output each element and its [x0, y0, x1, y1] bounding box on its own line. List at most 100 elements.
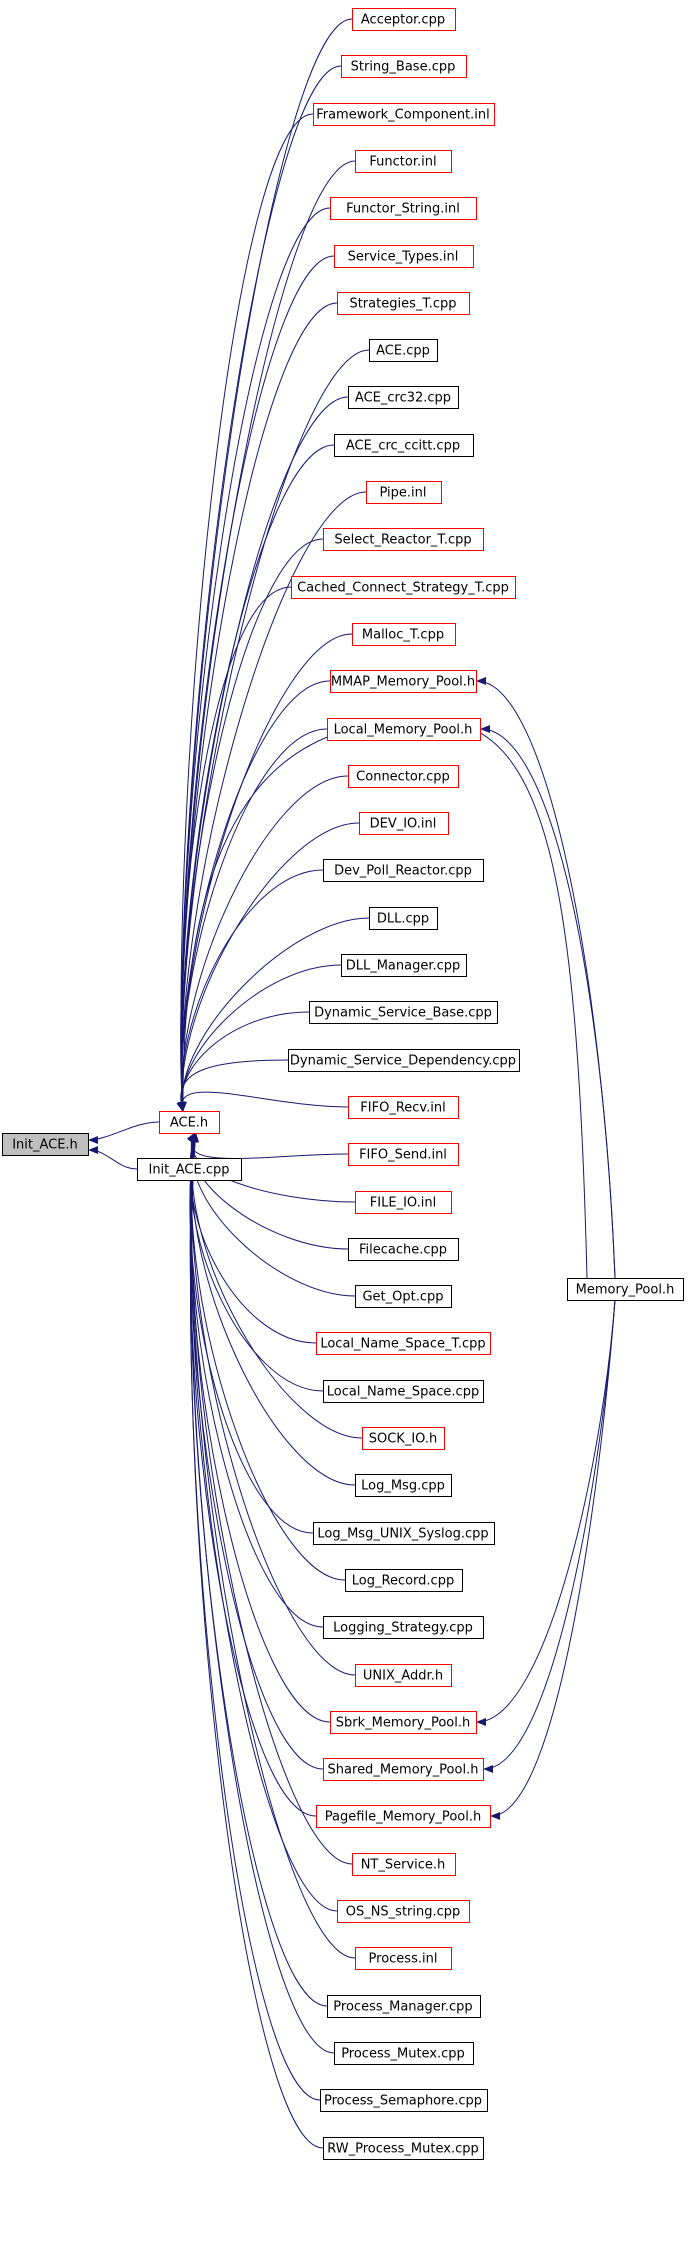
- edge-mmap-memory-pool-h-to-ace-h: [178, 680, 331, 1112]
- node-dev-poll-reactor-cpp[interactable]: Dev_Poll_Reactor.cpp: [323, 859, 484, 882]
- edge-select-reactor-t-cpp-to-ace-h: [178, 538, 324, 1112]
- node-service-types-inl[interactable]: Service_Types.inl: [334, 245, 474, 268]
- edge-nt-service-h-to-ace-h: [190, 1132, 353, 1865]
- node-dll-cpp[interactable]: DLL.cpp: [369, 907, 438, 930]
- node-label: Log_Msg.cpp: [361, 1479, 445, 1494]
- node-box: [334, 434, 474, 457]
- edge-memory-pool-h-to-pagefile-memory-pool-h: [490, 1299, 616, 1820]
- node-fifo-send-inl[interactable]: FIFO_Send.inl: [348, 1143, 459, 1166]
- node-process-semaphore-cpp[interactable]: Process_Semaphore.cpp: [320, 2089, 488, 2112]
- node-ace-cpp[interactable]: ACE.cpp: [369, 339, 438, 362]
- node-label: Service_Types.inl: [348, 250, 459, 265]
- node-log-msg-unix-syslog-cpp[interactable]: Log_Msg_UNIX_Syslog.cpp: [313, 1522, 495, 1545]
- node-box: [323, 1616, 484, 1639]
- node-get-opt-cpp[interactable]: Get_Opt.cpp: [355, 1285, 452, 1308]
- edge-filecache-cpp-to-ace-h: [187, 1132, 349, 1250]
- node-box: [327, 718, 481, 741]
- node-acceptor-cpp[interactable]: Acceptor.cpp: [352, 8, 456, 31]
- node-strategies-t-cpp[interactable]: Strategies_T.cpp: [337, 292, 470, 315]
- node-box: [288, 1049, 520, 1072]
- node-sock-io-h[interactable]: SOCK_IO.h: [362, 1427, 445, 1450]
- node-ace-h[interactable]: ACE.h: [159, 1111, 220, 1134]
- node-box: [355, 1474, 452, 1497]
- node-nt-service-h[interactable]: NT_Service.h: [352, 1853, 456, 1876]
- node-string-base-cpp[interactable]: String_Base.cpp: [341, 55, 467, 78]
- node-ace-crc-ccitt-cpp[interactable]: ACE_crc_ccitt.cpp: [334, 434, 474, 457]
- edge-dynamic-service-base-cpp-to-ace-h: [176, 1011, 310, 1112]
- edge-framework-component-inl-to-ace-h: [178, 113, 314, 1112]
- edge-memory-pool-h-to-sbrk-memory-pool-h: [476, 1299, 616, 1726]
- node-functor-inl[interactable]: Functor.inl: [355, 150, 452, 173]
- node-pagefile-memory-pool-h[interactable]: Pagefile_Memory_Pool.h: [316, 1805, 491, 1828]
- node-process-inl[interactable]: Process.inl: [355, 1947, 452, 1970]
- node-rw-process-mutex-cpp[interactable]: RW_Process_Mutex.cpp: [323, 2137, 484, 2160]
- node-fifo-recv-inl[interactable]: FIFO_Recv.inl: [348, 1096, 459, 1119]
- node-cached-connect-strategy-t-cpp[interactable]: Cached_Connect_Strategy_T.cpp: [291, 576, 516, 599]
- edge-log-msg-cpp-to-ace-h: [189, 1132, 356, 1486]
- node-dynamic-service-base-cpp[interactable]: Dynamic_Service_Base.cpp: [309, 1001, 498, 1024]
- node-local-name-space-t-cpp[interactable]: Local_Name_Space_T.cpp: [316, 1332, 491, 1355]
- node-label: Get_Opt.cpp: [362, 1290, 443, 1305]
- node-box: [2, 1133, 89, 1156]
- node-log-msg-cpp[interactable]: Log_Msg.cpp: [355, 1474, 452, 1497]
- node-box: [330, 670, 477, 693]
- node-ace-crc32-cpp[interactable]: ACE_crc32.cpp: [348, 386, 459, 409]
- node-box: [352, 623, 456, 646]
- node-os-ns-string-cpp[interactable]: OS_NS_string.cpp: [337, 1900, 470, 1923]
- edge-dynamic-service-dependency-cpp-to-ace-h: [176, 1059, 289, 1112]
- edge-fifo-recv-inl-to-ace-h: [176, 1091, 349, 1112]
- node-dev-io-inl[interactable]: DEV_IO.inl: [359, 812, 449, 835]
- edge-init-ace-cpp-to-init-ace-h: [88, 1146, 138, 1170]
- node-connector-cpp[interactable]: Connector.cpp: [348, 765, 459, 788]
- node-label: Logging_Strategy.cpp: [333, 1621, 473, 1636]
- node-init-ace-cpp[interactable]: Init_ACE.cpp: [137, 1158, 242, 1181]
- node-pipe-inl[interactable]: Pipe.inl: [366, 481, 442, 504]
- node-label: FIFO_Send.inl: [359, 1148, 447, 1163]
- node-box: [355, 1285, 452, 1308]
- node-box: [334, 2042, 474, 2065]
- edge-service-types-inl-to-ace-h: [178, 255, 335, 1112]
- node-box: [316, 1805, 491, 1828]
- node-shared-memory-pool-h[interactable]: Shared_Memory_Pool.h: [323, 1758, 484, 1781]
- node-select-reactor-t-cpp[interactable]: Select_Reactor_T.cpp: [323, 528, 484, 551]
- node-label: Connector.cpp: [356, 770, 450, 785]
- node-logging-strategy-cpp[interactable]: Logging_Strategy.cpp: [323, 1616, 484, 1639]
- node-sbrk-memory-pool-h[interactable]: Sbrk_Memory_Pool.h: [330, 1711, 477, 1734]
- node-label: Memory_Pool.h: [576, 1283, 675, 1298]
- node-framework-component-inl[interactable]: Framework_Component.inl: [313, 103, 495, 126]
- node-local-name-space-cpp[interactable]: Local_Name_Space.cpp: [323, 1380, 484, 1403]
- node-label: Functor_String.inl: [346, 202, 460, 217]
- node-box: [330, 1711, 477, 1734]
- edge-memory-pool-h-to-mmap-memory-pool-h: [476, 677, 616, 1279]
- node-box: [323, 1380, 484, 1403]
- node-process-mutex-cpp[interactable]: Process_Mutex.cpp: [334, 2042, 474, 2065]
- node-box: [323, 1758, 484, 1781]
- node-label: Process_Manager.cpp: [333, 2000, 472, 2015]
- node-filecache-cpp[interactable]: Filecache.cpp: [348, 1238, 459, 1261]
- node-init-ace-h[interactable]: Init_ACE.h: [2, 1133, 89, 1156]
- node-dll-manager-cpp[interactable]: DLL_Manager.cpp: [341, 954, 467, 977]
- node-box: [323, 528, 484, 551]
- node-local-memory-pool-h[interactable]: Local_Memory_Pool.h: [327, 718, 481, 741]
- node-malloc-t-cpp[interactable]: Malloc_T.cpp: [352, 623, 456, 646]
- node-functor-string-inl[interactable]: Functor_String.inl: [330, 197, 477, 220]
- edge-local-memory-pool-h-to-ace-h: [178, 728, 328, 1112]
- node-label: Sbrk_Memory_Pool.h: [336, 1716, 471, 1731]
- node-log-record-cpp[interactable]: Log_Record.cpp: [345, 1569, 463, 1592]
- edge-memory-pool-h-to-local-memory-pool-h: [480, 725, 616, 1279]
- node-label: DLL.cpp: [377, 912, 429, 927]
- node-memory-pool-h[interactable]: Memory_Pool.h: [567, 1278, 684, 1301]
- node-dynamic-service-dependency-cpp[interactable]: Dynamic_Service_Dependency.cpp: [288, 1049, 520, 1072]
- node-mmap-memory-pool-h[interactable]: MMAP_Memory_Pool.h: [330, 670, 477, 693]
- node-process-manager-cpp[interactable]: Process_Manager.cpp: [327, 1995, 481, 2018]
- edge-process-mutex-cpp-to-ace-h: [190, 1132, 335, 2054]
- node-label: Dynamic_Service_Dependency.cpp: [290, 1054, 516, 1069]
- node-unix-addr-h[interactable]: UNIX_Addr.h: [355, 1664, 452, 1687]
- edge-fifo-send-inl-to-ace-h: [186, 1132, 349, 1159]
- node-label: Pagefile_Memory_Pool.h: [325, 1810, 481, 1825]
- node-label: Process_Semaphore.cpp: [324, 2094, 482, 2109]
- edge-cached-connect-strategy-t-cpp-to-ace-h: [178, 586, 292, 1112]
- node-label: Select_Reactor_T.cpp: [334, 533, 471, 548]
- node-file-io-inl[interactable]: FILE_IO.inl: [355, 1191, 452, 1214]
- node-box: [309, 1001, 498, 1024]
